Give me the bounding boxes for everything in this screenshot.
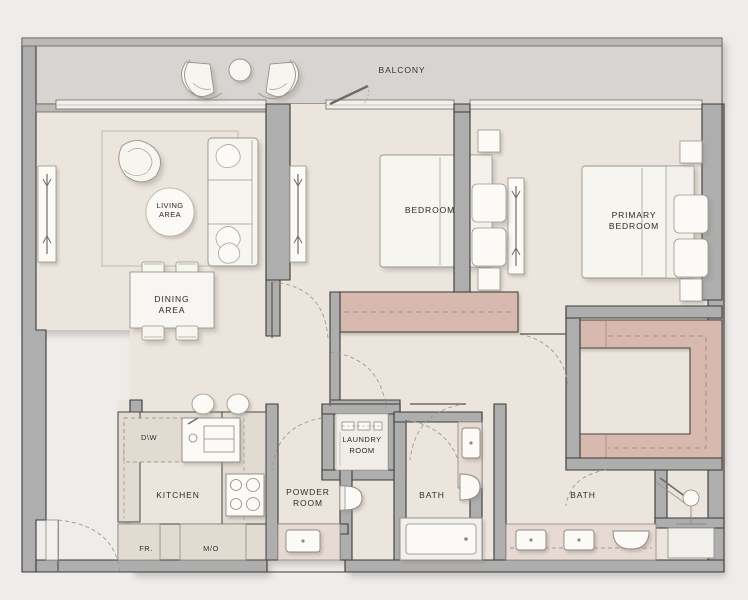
kitchen-pendant-lights: [191, 393, 250, 415]
door-leaves: [57, 282, 566, 572]
bathtub: [399, 517, 483, 561]
window-symbol-living: [37, 165, 57, 263]
bath-secondary-sink: [461, 427, 481, 459]
dining-chair-bottom-left: [141, 325, 165, 341]
armchair-living: [118, 140, 161, 183]
bedroom-nightstand-top: [477, 129, 501, 153]
balcony-chair-right: [257, 59, 299, 100]
primary-nightstand-top: [679, 140, 703, 164]
sofa-living: [207, 137, 259, 267]
dining-chair-bottom-right: [175, 325, 199, 341]
balcony-table: [228, 58, 252, 82]
facade-glazing: [55, 99, 703, 110]
window-symbol-bedroom: [507, 177, 525, 275]
powder-room-sink: [285, 529, 321, 553]
balcony-furniture-group: [181, 58, 369, 106]
kitchen-dishwasher: [123, 417, 183, 463]
bedroom-closet: [337, 291, 519, 333]
shower-enclosure: [655, 477, 715, 559]
primary-toilet: [612, 530, 650, 550]
laundry-room-unit: [335, 413, 389, 471]
bath-secondary-fixtures: [399, 421, 483, 561]
dining-set: [129, 261, 215, 341]
kitchen-cooktop: [225, 473, 265, 517]
bedroom-bed: [379, 154, 507, 268]
bath-secondary-toilet: [459, 473, 481, 501]
window-symbol-living-right: [289, 165, 307, 263]
balcony-door-open: [329, 84, 369, 106]
washer-dryer-icons: [341, 421, 383, 431]
primary-sink-left: [515, 529, 547, 551]
bath-primary-fixtures: [505, 477, 715, 561]
balcony-area: [21, 37, 723, 105]
primary-nightstand-bottom: [679, 278, 703, 302]
powder-room-toilet: [339, 485, 363, 511]
balcony-chair-left: [181, 59, 223, 100]
living-area-label-circle: [145, 187, 195, 237]
primary-sink-right: [563, 529, 595, 551]
kitchen-lower-units: [117, 523, 247, 561]
bedroom-nightstand-bottom: [477, 267, 501, 291]
primary-bed: [581, 165, 709, 279]
powder-room-fixtures: [277, 485, 363, 561]
kitchen-sink: [181, 417, 241, 463]
entry-door: [45, 519, 59, 561]
